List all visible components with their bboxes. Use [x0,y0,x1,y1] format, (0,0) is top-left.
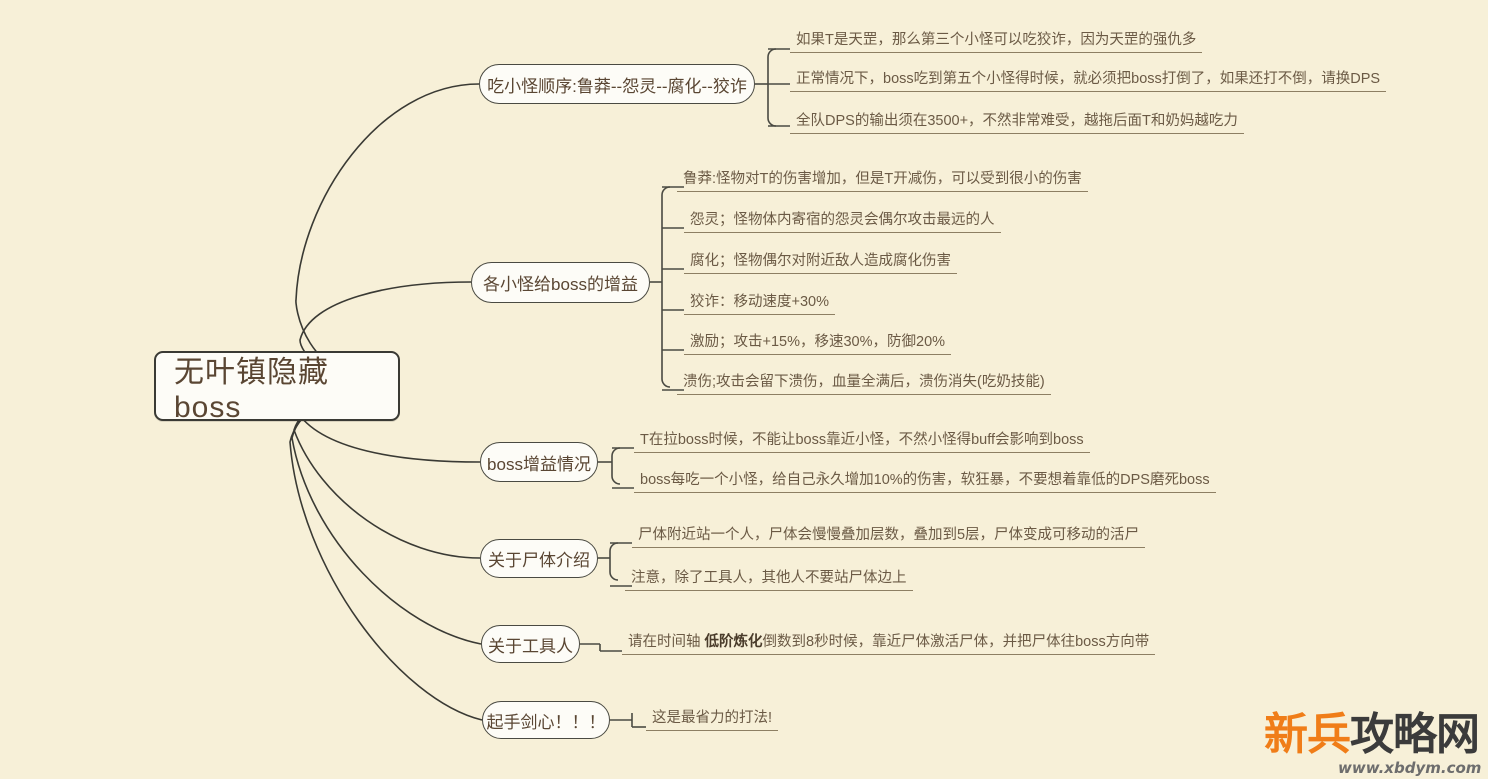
leaf-item: T在拉boss时候，不能让boss靠近小怪，不然小怪得buff会影响到boss [634,432,1090,453]
branch-node-corpse-intro[interactable]: 关于尸体介绍 [480,539,598,578]
leaf-text-post: 倒数到8秒时候，靠近尸体激活尸体，并把尸体往boss方向带 [762,634,1150,650]
leaf-item: 尸体附近站一个人，尸体会慢慢叠加层数，叠加到5层，尸体变成可移动的活尸 [632,527,1146,548]
site-watermark: 新兵 攻略网 www.xbdym.com [1264,703,1482,778]
leaf-item: 腐化；怪物偶尔对附近敌人造成腐化伤害 [684,253,957,274]
watermark-name-dark: 攻略网 [1350,709,1480,760]
branch-label: 起手剑心！！！ [486,712,606,732]
branch-node-tool-person[interactable]: 关于工具人 [481,625,580,663]
watermark-name-row: 新兵 攻略网 [1264,709,1480,760]
branch-node-boss-buffs[interactable]: boss增益情况 [480,442,598,482]
leaf-item: 如果T是天罡，那么第三个小怪可以吃狡诈，因为天罡的强仇多 [790,32,1203,53]
watermark-name-orange: 新兵 [1264,709,1351,760]
branch-label: 吃小怪顺序:鲁莽--怨灵--腐化--狡诈 [487,76,747,96]
leaf-text-pre: 请在时间轴 [628,634,705,650]
leaf-item: 全队DPS的输出须在3500+，不然非常难受，越拖后面T和奶妈越吃力 [790,113,1244,134]
branch-label: 各小怪给boss的增益 [483,275,638,294]
leaf-item: 正常情况下，boss吃到第五个小怪得时候，就必须把boss打倒了，如果还打不倒，… [790,71,1387,92]
leaf-item: 注意，除了工具人，其他人不要站尸体边上 [625,570,913,591]
branch-label: 关于工具人 [488,636,573,656]
branch-node-minion-buffs[interactable]: 各小怪给boss的增益 [471,262,650,303]
root-label: 无叶镇隐藏boss [174,356,329,424]
watermark-url: www.xbdym.com [1338,759,1482,777]
leaf-item: 狡诈：移动速度+30% [684,294,835,315]
leaf-item: 激励；攻击+15%，移速30%，防御20% [684,334,952,355]
leaf-item: boss每吃一个小怪，给自己永久增加10%的伤害，软狂暴，不要想着靠低的DPS磨… [634,472,1216,493]
branch-label: 关于尸体介绍 [488,551,590,570]
leaf-item: 溃伤;攻击会留下溃伤，血量全满后，溃伤消失(吃奶技能) [677,374,1051,395]
leaf-item: 鲁莽:怪物对T的伤害增加，但是T开减伤，可以受到很小的伤害 [677,171,1088,192]
leaf-text-bold: 低阶炼化 [704,634,763,650]
branch-node-eat-order[interactable]: 吃小怪顺序:鲁莽--怨灵--腐化--狡诈 [479,64,755,104]
branch-node-opening-skill[interactable]: 起手剑心！！！ [482,701,610,739]
root-node[interactable]: 无叶镇隐藏boss [154,351,400,424]
branch-label: boss增益情况 [487,454,591,474]
leaf-item: 这是最省力的打法! [646,710,779,731]
leaf-item: 怨灵；怪物体内寄宿的怨灵会偶尔攻击最远的人 [684,212,1001,233]
leaf-item: 请在时间轴 低阶炼化倒数到8秒时候，靠近尸体激活尸体，并把尸体往boss方向带 [622,634,1156,655]
